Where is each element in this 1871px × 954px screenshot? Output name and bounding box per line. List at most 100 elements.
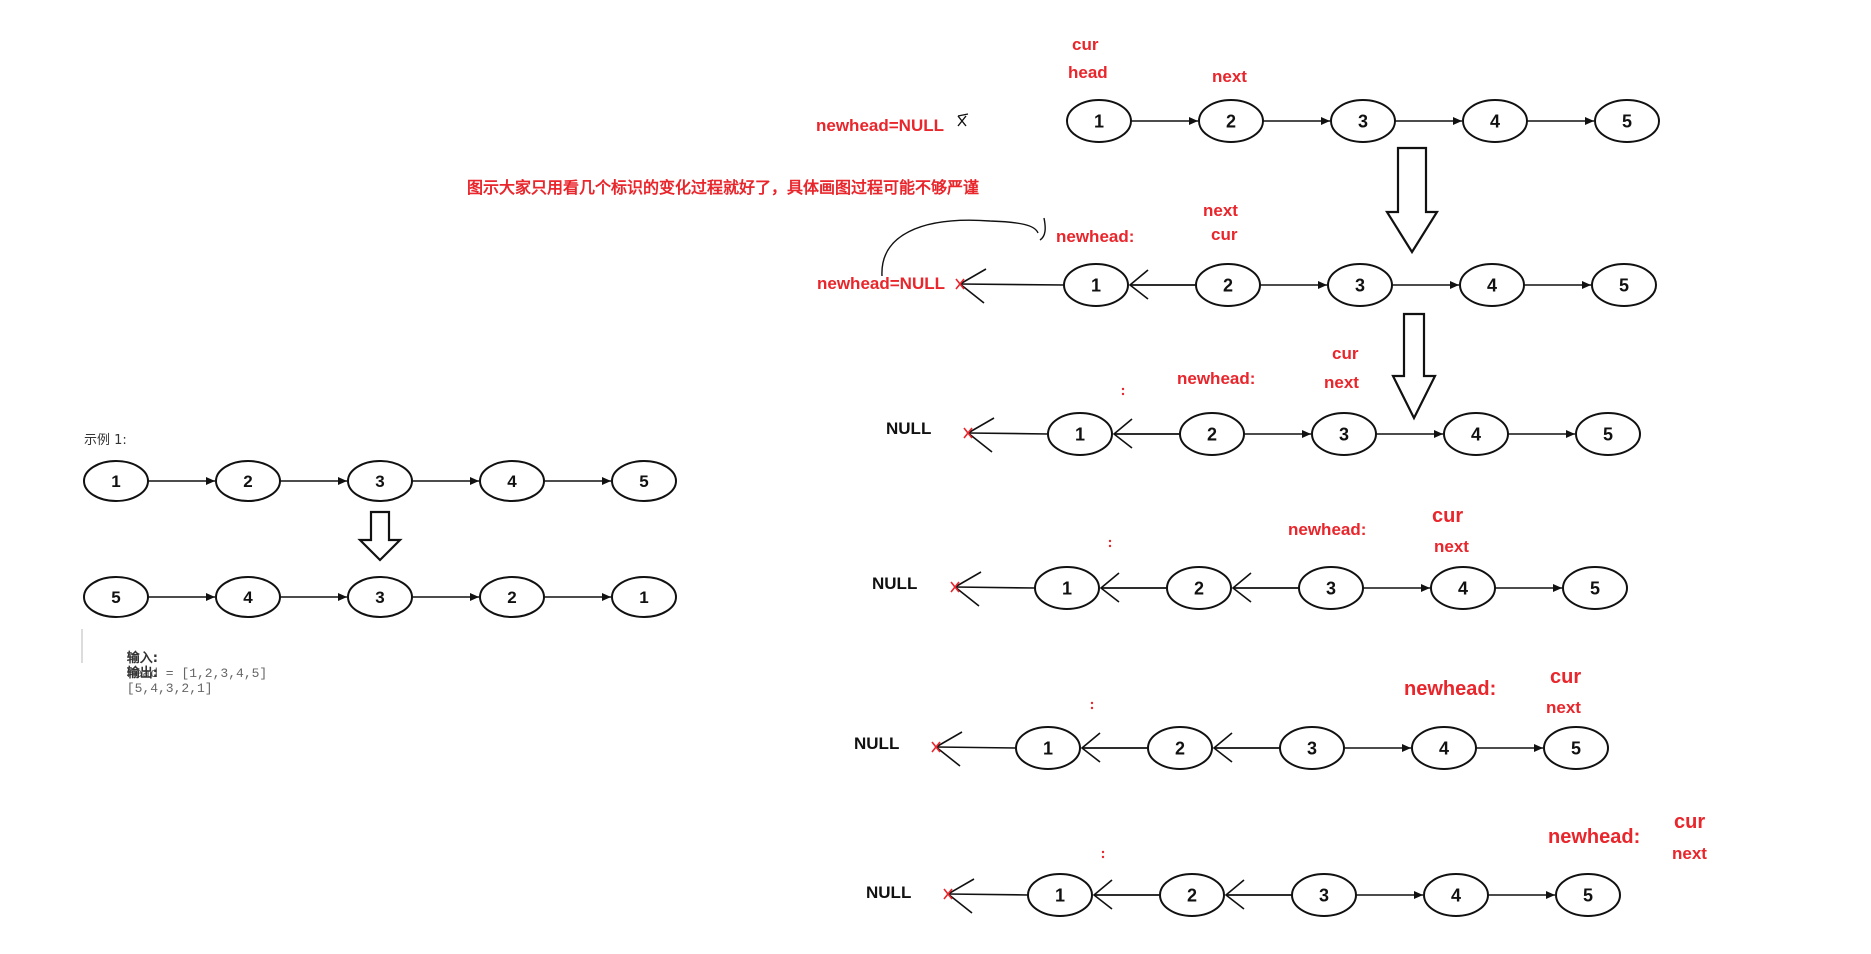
null-link	[935, 746, 1017, 749]
node-value: 4	[1458, 578, 1468, 598]
list-node: 1	[1034, 566, 1100, 610]
cur-label: cur	[1211, 225, 1238, 244]
reversed-arrowhead	[1212, 732, 1233, 763]
output-label: 输出:	[126, 666, 158, 681]
node-value: 2	[507, 588, 516, 607]
node-value: 3	[1326, 578, 1336, 598]
step-down-arrow	[1385, 146, 1439, 255]
node-value: 2	[1226, 111, 1236, 131]
next-label: next	[1324, 373, 1359, 392]
node-value: 2	[1175, 738, 1185, 758]
next-label: next	[1434, 537, 1469, 556]
node-value: 4	[1487, 275, 1497, 295]
node-value: 3	[1358, 111, 1368, 131]
stray-dot	[1101, 850, 1105, 854]
node-value: 2	[243, 472, 252, 491]
node-value: 3	[1319, 885, 1329, 905]
list-node: 5	[1555, 873, 1621, 917]
node-value: 4	[1471, 424, 1481, 444]
newhead-label: newhead:	[1404, 678, 1496, 700]
example-panel: 示例 1: 输入: head = [1,2,3,4,5] 输出: [5,4,3,…	[0, 0, 700, 954]
next-label: next	[1672, 844, 1707, 863]
list-node: 1	[1027, 873, 1093, 917]
node-value: 5	[1603, 424, 1613, 444]
list-node: 2	[1147, 726, 1213, 770]
node-value: 5	[639, 472, 648, 491]
null-link	[954, 586, 1036, 589]
next-label: next	[1212, 67, 1247, 86]
output-value: [5,4,3,2,1]	[126, 681, 213, 696]
null-cross-mark	[950, 581, 960, 593]
cur-label: cur	[1432, 505, 1463, 527]
node-value: 4	[243, 588, 253, 607]
list-node: 1	[1063, 263, 1129, 307]
reversed-arrowhead	[1092, 879, 1113, 910]
example-input-line: 输入: head = [1,2,3,4,5]	[102, 632, 267, 696]
step-row-1: 1 2 3 4 5	[955, 263, 1657, 307]
list-node: 5	[1591, 263, 1657, 307]
node-circle	[1543, 726, 1609, 770]
example-heading: 示例 1:	[84, 433, 127, 448]
list-node: 5	[1562, 566, 1628, 610]
list-node: 2	[1195, 263, 1261, 307]
example-down-arrow	[357, 510, 403, 562]
stray-dot	[1108, 539, 1112, 543]
step-row-2: 1 2 3 4 5	[963, 412, 1641, 456]
node-circle	[611, 460, 677, 502]
null-label: NULL	[886, 419, 931, 438]
list-node: 5	[1575, 412, 1641, 456]
stray-dot	[1090, 701, 1094, 705]
list-node: 3	[1330, 99, 1396, 143]
node-circle	[1562, 566, 1628, 610]
node-circle	[611, 576, 677, 618]
null-arrowhead	[958, 268, 987, 304]
null-link	[947, 893, 1029, 896]
list-node: 3	[1279, 726, 1345, 770]
null-arrowhead	[946, 878, 975, 914]
stray-dot	[1121, 387, 1125, 391]
reversed-arrowhead	[1224, 879, 1245, 910]
node-value: 4	[1439, 738, 1449, 758]
cur-label: cur	[1072, 35, 1099, 54]
note-text: 图示大家只用看几个标识的变化过程就好了，具体画图过程可能不够严谨	[467, 178, 979, 197]
next-label: next	[1203, 201, 1238, 220]
node-value: 2	[1207, 424, 1217, 444]
null-cross-mark	[943, 888, 953, 900]
example-after-node: 1	[611, 576, 677, 618]
node-value: 3	[375, 472, 384, 491]
reversed-arrowhead	[1080, 732, 1101, 763]
example-before-node: 4	[479, 460, 545, 502]
null-arrowhead	[966, 417, 995, 453]
list-node: 4	[1462, 99, 1528, 143]
list-node: 3	[1327, 263, 1393, 307]
node-value: 1	[111, 472, 120, 491]
stray-dot	[1108, 544, 1112, 548]
list-node: 2	[1179, 412, 1245, 456]
curved-pointer-stroke	[881, 217, 1046, 277]
node-value: 5	[111, 588, 120, 607]
node-value: 1	[1091, 275, 1101, 295]
list-node: 3	[1311, 412, 1377, 456]
node-value: 4	[1490, 111, 1500, 131]
cur-label: cur	[1674, 811, 1705, 833]
null-label: NULL	[872, 574, 917, 593]
quote-bar	[81, 629, 83, 663]
list-node: 4	[1423, 873, 1489, 917]
null-arrowhead	[934, 731, 963, 767]
example-output-line: 输出: [5,4,3,2,1]	[102, 647, 213, 711]
list-node: 4	[1459, 263, 1525, 307]
null-cross-mark	[963, 427, 973, 439]
newhead-label: newhead:	[1056, 227, 1134, 246]
node-circle	[1594, 99, 1660, 143]
node-circle	[1591, 263, 1657, 307]
node-value: 5	[1622, 111, 1632, 131]
reversed-arrowhead	[1112, 418, 1133, 449]
null-link	[959, 283, 1065, 286]
node-value: 4	[1451, 885, 1461, 905]
list-node: 1	[1047, 412, 1113, 456]
node-value: 3	[375, 588, 384, 607]
